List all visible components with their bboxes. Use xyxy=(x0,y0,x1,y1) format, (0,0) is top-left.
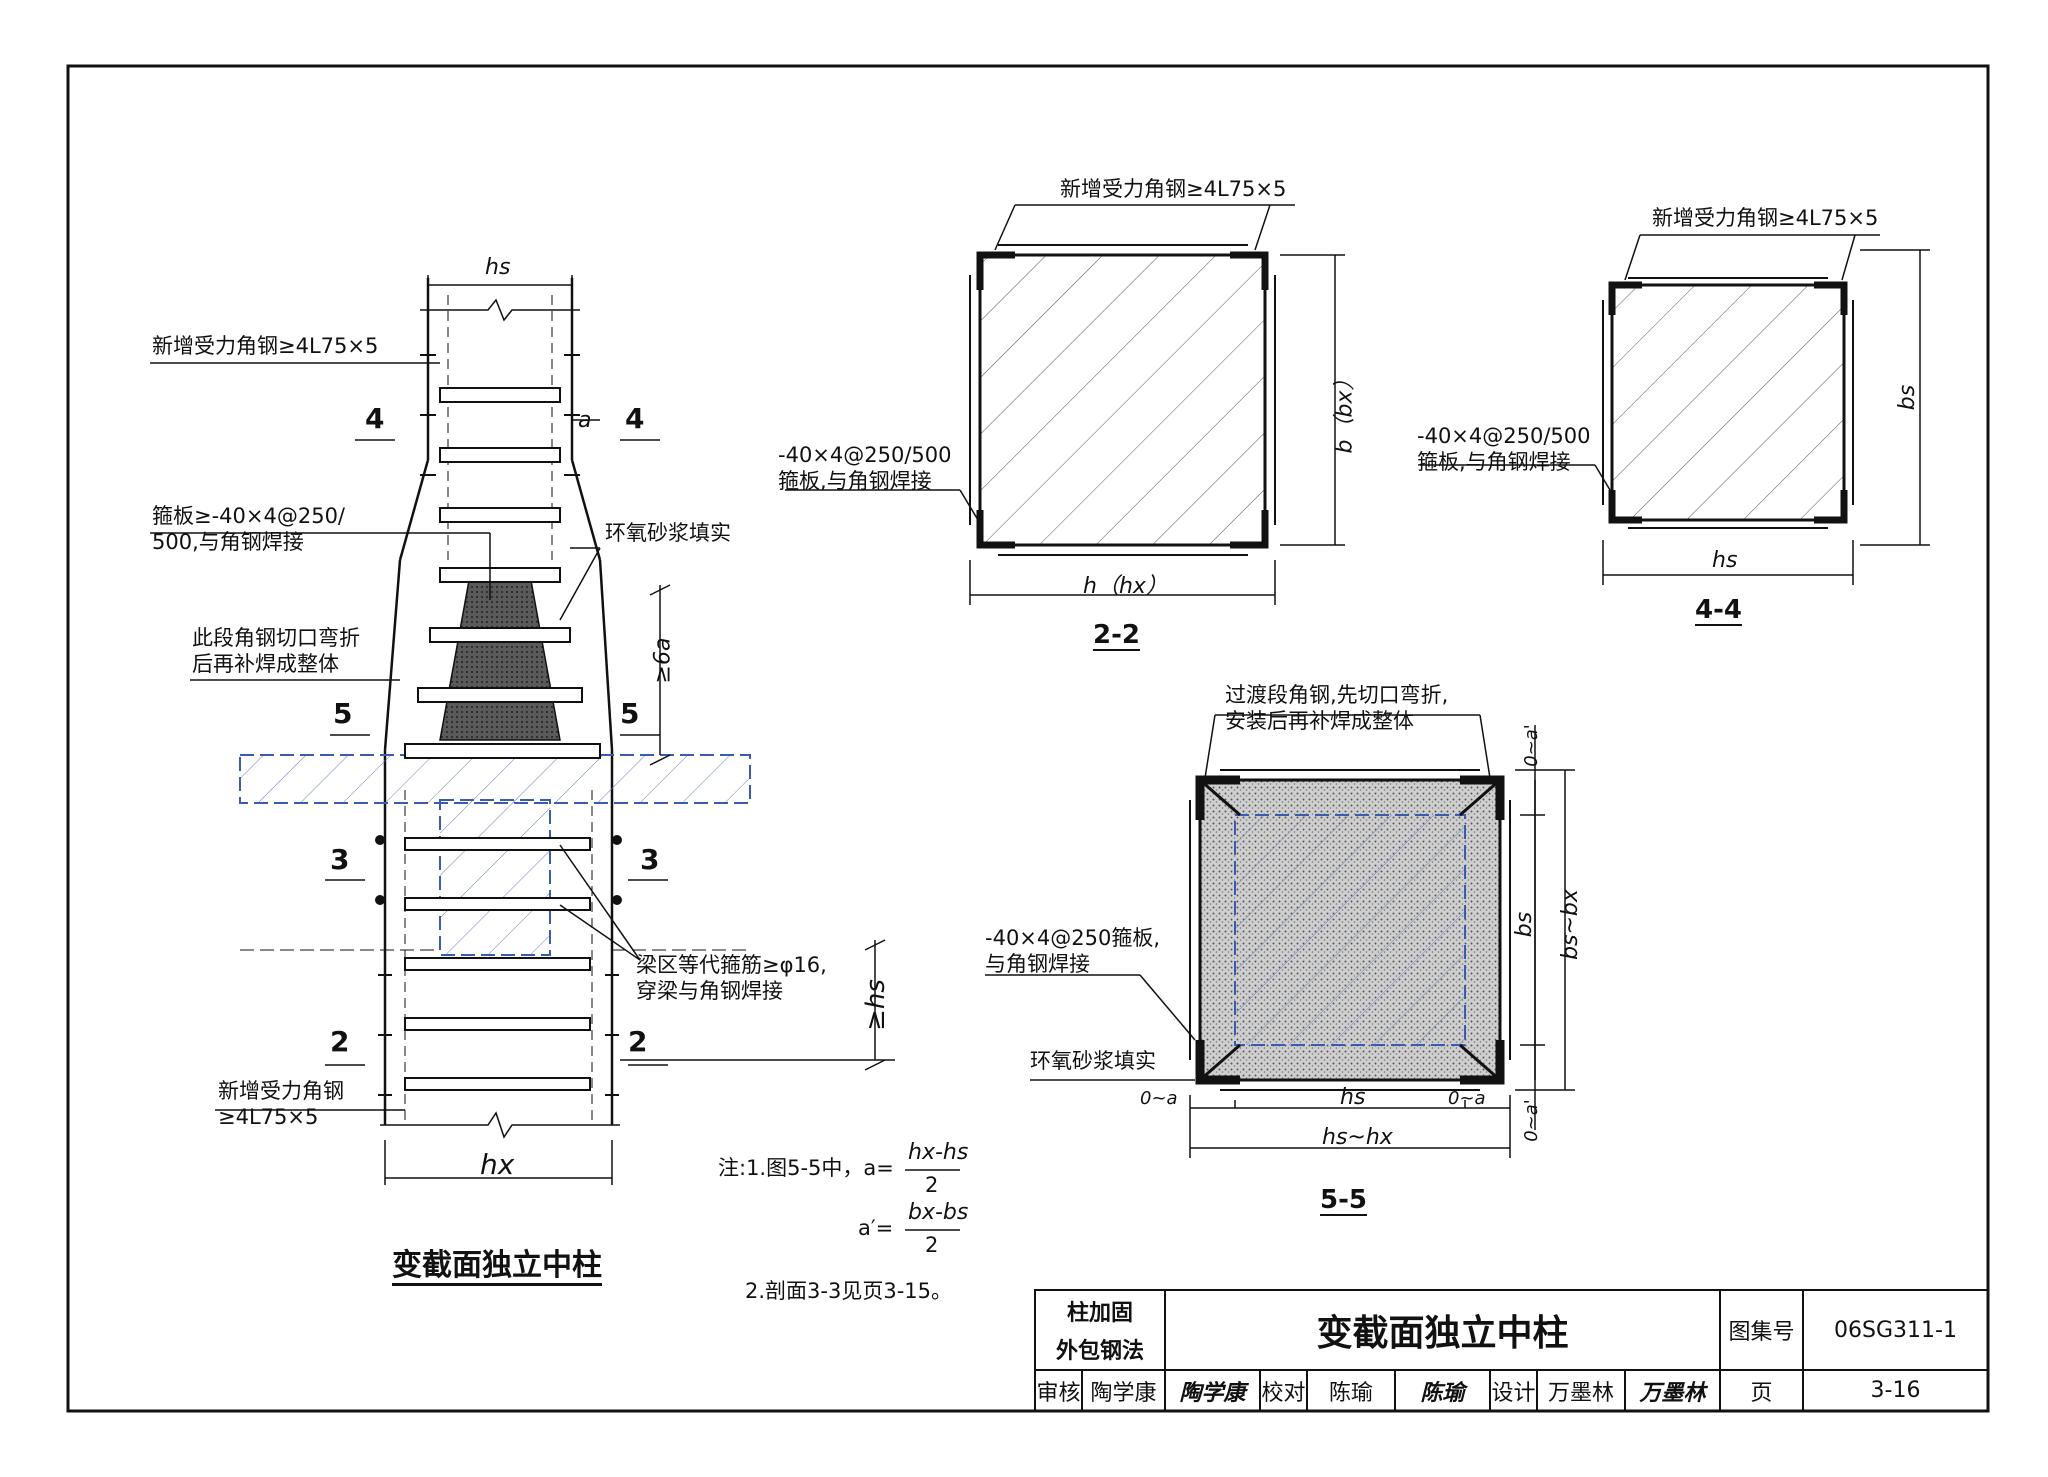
tb-atlas-no: 06SG311-1 xyxy=(1834,1317,1957,1343)
dim-ge-hs: ≥hs xyxy=(860,979,891,1031)
tb-designer-sign: 万墨林 xyxy=(1639,1379,1706,1406)
tb-checker: 陈瑜 xyxy=(1328,1380,1373,1406)
label-new-angle-top: 新增受力角钢≥4L75×5 xyxy=(152,334,379,358)
beam-core xyxy=(439,799,551,956)
title-block-grid xyxy=(1034,1289,1989,1412)
cut-2-left: 2 xyxy=(330,1025,350,1058)
cut-3-right: 3 xyxy=(640,843,660,876)
tb-design: 设计 xyxy=(1491,1380,1536,1406)
tb-checker-sign: 陈瑜 xyxy=(1420,1379,1465,1406)
drawing-border xyxy=(66,64,1990,1413)
note-1-numerator: hx-hs xyxy=(908,1140,969,1165)
dim-s55-zero-top: 0~a' xyxy=(1520,724,1542,767)
dim-6a: ≥6a xyxy=(650,637,676,684)
dim-hx-bottom: hx xyxy=(480,1148,515,1181)
dim-hs-top: hs xyxy=(485,255,511,280)
cut-2-right: 2 xyxy=(628,1025,648,1058)
tb-reviewer-sign: 陶学康 xyxy=(1179,1379,1246,1406)
cut-5-left: 5 xyxy=(333,697,353,730)
dim-s55-zero-bottom: 0~a' xyxy=(1520,1099,1542,1142)
tb-category2: 外包钢法 xyxy=(1055,1339,1144,1364)
dim-s44-bs: bs xyxy=(1895,384,1921,411)
dim-s55-hshx: hs~hx xyxy=(1322,1125,1393,1150)
label-s55-epoxy: 环氧砂浆填实 xyxy=(1030,1049,1156,1073)
tb-check: 校对 xyxy=(1261,1380,1306,1406)
dim-s55-bs: bs xyxy=(1512,911,1538,938)
section-2-2 xyxy=(785,204,1345,605)
note-1b-denominator: 2 xyxy=(925,1233,939,1257)
label-cut-bend: 此段角钢切口弯折 后再补焊成整体 xyxy=(192,626,360,677)
tb-page-label: 页 xyxy=(1750,1380,1773,1406)
label-epoxy-left: 环氧砂浆填实 xyxy=(605,521,731,545)
dim-s44-hs: hs xyxy=(1712,548,1738,573)
dim-s22-h: h（hx） xyxy=(1083,574,1168,599)
note-1-denominator: 2 xyxy=(925,1173,939,1197)
section-title-4-4: 4-4 xyxy=(1695,595,1742,625)
elevation-title: 变截面独立中柱 xyxy=(392,1248,602,1283)
cut-3-left: 3 xyxy=(330,843,350,876)
label-s44-plate: -40×4@250/500 箍板,与角钢焊接 xyxy=(1417,424,1591,475)
label-new-angle-bottom: 新增受力角钢 ≥4L75×5 xyxy=(218,1079,344,1130)
tb-category1: 柱加固 xyxy=(1066,1301,1133,1326)
section-title-5-5: 5-5 xyxy=(1320,1185,1367,1215)
epoxy-wedge xyxy=(439,574,561,741)
dim-a: a xyxy=(578,408,592,433)
dim-s22-b: b（bx） xyxy=(1332,368,1358,454)
dim-s55-hs: hs xyxy=(1340,1085,1366,1110)
label-s55-plate: -40×4@250箍板, 与角钢焊接 xyxy=(985,926,1161,977)
hoop-plates xyxy=(404,387,601,1091)
dim-s55-bsbx: bs~bx xyxy=(1557,889,1583,960)
note-1b: a′= xyxy=(858,1216,894,1240)
section-4-4 xyxy=(1420,234,1930,585)
label-hoop-plate: 箍板≥-40×4@250/ 500,与角钢焊接 xyxy=(152,504,346,555)
tb-review: 审核 xyxy=(1036,1380,1081,1406)
note-2: 2.剖面3-3见页3-15。 xyxy=(745,1279,952,1303)
label-s44-angle: 新增受力角钢≥4L75×5 xyxy=(1652,206,1879,230)
note-1b-numerator: bx-bs xyxy=(908,1200,969,1225)
cut-4-right: 4 xyxy=(625,402,645,435)
elevation-dims xyxy=(150,275,895,1185)
beam-slab xyxy=(239,754,751,804)
section-5-5 xyxy=(985,714,1575,1158)
dim-s55-zero-right: 0~a xyxy=(1448,1088,1486,1109)
tb-page-no: 3-16 xyxy=(1870,1378,1921,1403)
dim-s55-zero-left: 0~a xyxy=(1140,1088,1178,1109)
label-s22-angle: 新增受力角钢≥4L75×5 xyxy=(1060,177,1287,201)
tb-drawing-title: 变截面独立中柱 xyxy=(1316,1313,1569,1354)
note-1: 注:1.图5-5中，a= xyxy=(718,1156,894,1180)
tb-atlas-label: 图集号 xyxy=(1728,1320,1795,1345)
label-beam-hoop: 梁区等代箍筋≥φ16, 穿梁与角钢焊接 xyxy=(636,953,827,1004)
cut-5-right: 5 xyxy=(620,697,640,730)
cut-4-left: 4 xyxy=(365,402,385,435)
weld-ticks xyxy=(378,354,619,1096)
tb-reviewer: 陶学康 xyxy=(1090,1380,1157,1406)
label-s22-plate: -40×4@250/500 箍板,与角钢焊接 xyxy=(778,443,952,494)
tb-designer: 万墨林 xyxy=(1547,1380,1614,1406)
section-title-2-2: 2-2 xyxy=(1093,620,1140,650)
label-s55-transition: 过渡段角钢,先切口弯折, 安装后再补焊成整体 xyxy=(1225,683,1449,734)
